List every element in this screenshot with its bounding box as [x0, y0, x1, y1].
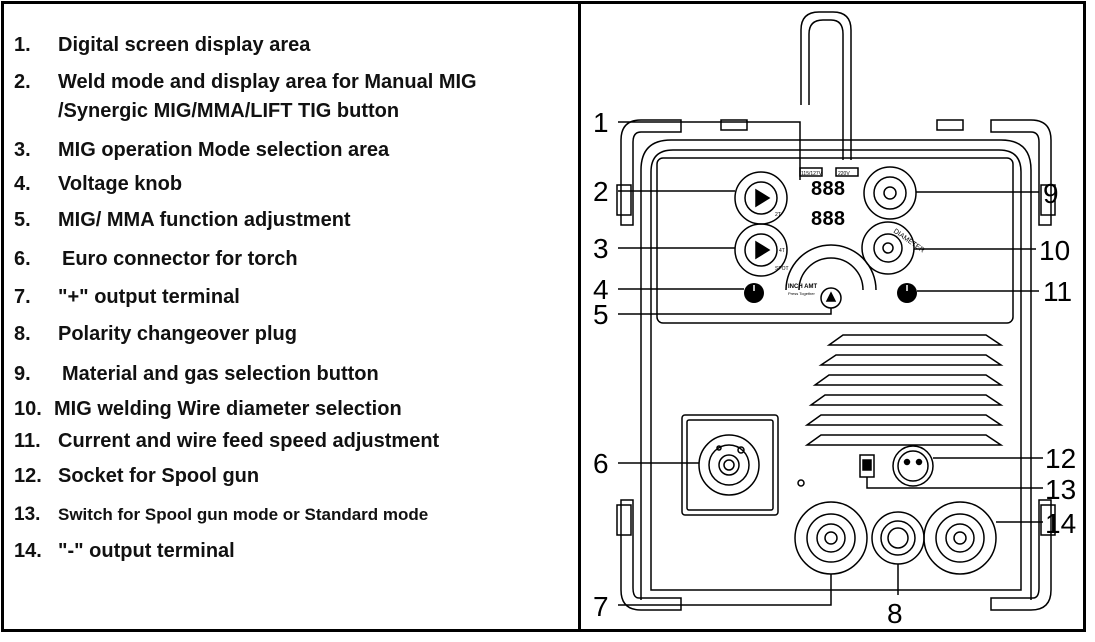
leader-line-5	[618, 308, 832, 315]
callout-6: 6	[593, 448, 609, 479]
legend-text: "-" output terminal	[58, 540, 235, 562]
mig-operation-dial	[734, 223, 788, 277]
legend-item-3: 3. MIG operation Mode selection area	[14, 139, 389, 162]
legend-text: MIG operation Mode selection area	[58, 139, 390, 161]
leader-line-7	[618, 574, 832, 606]
outer-frame	[1, 1, 1086, 632]
legend-list: 1. Digital screen display area 2. Weld mod…	[14, 34, 477, 563]
voltage-knob	[744, 283, 764, 303]
legend-text: Voltage knob	[58, 173, 183, 195]
legend-number: 12.	[14, 465, 42, 487]
legend-item-8: 8. Polarity changeover plug	[14, 323, 297, 346]
legend-item-7: 7. "+" output terminal	[14, 286, 240, 309]
legend-number: 4.	[14, 173, 31, 195]
callout-9: 9	[1043, 178, 1059, 209]
callout-5: 5	[593, 299, 609, 330]
legend-item-5: 5. MIG/ MMA function adjustment	[14, 209, 351, 232]
legend-number: 1.	[14, 34, 31, 56]
voltage-label-115: 115/127V	[801, 171, 823, 177]
material-gas-dial	[863, 166, 917, 220]
legend-item-1: 1. Digital screen display area	[14, 34, 310, 57]
mode-4t-label: 4T	[779, 248, 785, 254]
function-adjustment-arc	[785, 244, 877, 291]
control-panel	[656, 157, 1014, 324]
right-frame	[990, 119, 1052, 226]
legend-text: Digital screen display area	[58, 34, 311, 56]
legend-item-9: 9. Material and gas selection button	[14, 363, 379, 386]
welder-diagram: 888 888 115/127V 220V INCH AMT Press Tog…	[581, 0, 1095, 637]
mode-2t-label: 2T	[775, 212, 781, 218]
spool-gun-socket	[892, 445, 934, 487]
voltage-label-220: 220V	[838, 171, 850, 177]
legend-text: /Synergic MIG/MMA/LIFT TIG button	[58, 100, 400, 122]
leader-line-13	[866, 477, 1043, 489]
legend-text: Material and gas selection button	[62, 363, 379, 385]
legend-number: 9.	[14, 363, 31, 385]
callout-14: 14	[1045, 508, 1077, 539]
callout-8: 8	[887, 598, 903, 629]
callout-2: 2	[593, 176, 609, 207]
legend-number: 7.	[14, 286, 31, 308]
callout-13: 13	[1045, 474, 1077, 505]
callout-4: 4	[593, 274, 609, 305]
legend-item-11: 11. Current and wire feed speed adjustmen…	[14, 430, 439, 453]
legend-text: Euro connector for torch	[62, 248, 298, 270]
legend-item-12: 12. Socket for Spool gun	[14, 465, 259, 488]
mode-spot-label: SPOT	[775, 266, 789, 272]
legend-item-2: 2. Weld mode and display area for Manual …	[14, 71, 477, 94]
wire-diameter-dial	[861, 221, 915, 275]
legend-text: Current and wire feed speed adjustment	[58, 430, 440, 452]
legend-text: MIG/ MMA function adjustment	[58, 209, 351, 231]
press-together-label: Press Together	[788, 291, 815, 296]
inch-amt-label: INCH AMT	[788, 284, 817, 290]
euro-connector	[698, 434, 760, 496]
legend-text: Socket for Spool gun	[58, 465, 260, 487]
polarity-plug	[871, 511, 925, 565]
legend-item-4: 4. Voltage knob	[14, 173, 182, 196]
legend-number: 11.	[14, 430, 41, 452]
callout-11: 11	[1043, 276, 1073, 307]
legend-number: 2.	[14, 71, 31, 93]
legend-item-13: 13. Switch for Spool gun mode or Standard…	[14, 504, 428, 526]
legend-number: 6.	[14, 248, 31, 270]
legend-text: "+" output terminal	[58, 286, 240, 308]
legend-number: 8.	[14, 323, 31, 345]
euro-connector-housing	[681, 414, 779, 516]
positive-output-terminal	[794, 501, 868, 575]
leader-line-1	[618, 121, 801, 180]
legend-number: 13.	[14, 504, 41, 525]
legend-item-10: 10. MIG welding Wire diameter selection	[14, 398, 402, 421]
top-handle	[800, 11, 852, 160]
legend-number: 14.	[14, 540, 42, 562]
negative-output-terminal	[923, 501, 997, 575]
callout-3: 3	[593, 233, 609, 264]
legend-item-14: 14. "-" output terminal	[14, 540, 235, 563]
legend-text: Weld mode and display area for Manual MI…	[58, 71, 477, 93]
legend-text: MIG welding Wire diameter selection	[54, 398, 402, 420]
welder-drawing: 888 888 115/127V 220V INCH AMT Press Tog…	[616, 11, 1056, 611]
callout-12: 12	[1045, 443, 1077, 474]
legend-item-2-continued: /Synergic MIG/MMA/LIFT TIG button	[58, 100, 399, 123]
display-upper-digits: 888	[811, 178, 845, 200]
machine-body	[640, 139, 1032, 600]
display-lower-digits: 888	[811, 208, 845, 230]
legend-number: 5.	[14, 209, 31, 231]
legend-text: Switch for Spool gun mode or Standard mo…	[58, 505, 429, 524]
left-frame	[620, 119, 682, 226]
legend-item-6: 6. Euro connector for torch	[14, 248, 298, 271]
column-divider	[578, 1, 581, 632]
legend-number: 10.	[14, 398, 42, 420]
current-wire-speed-knob	[897, 283, 917, 303]
legend-number: 3.	[14, 139, 31, 161]
callout-7: 7	[593, 591, 609, 622]
legend-text: Polarity changeover plug	[58, 323, 297, 345]
callout-1: 1	[593, 107, 609, 138]
callout-10: 10	[1039, 235, 1071, 266]
